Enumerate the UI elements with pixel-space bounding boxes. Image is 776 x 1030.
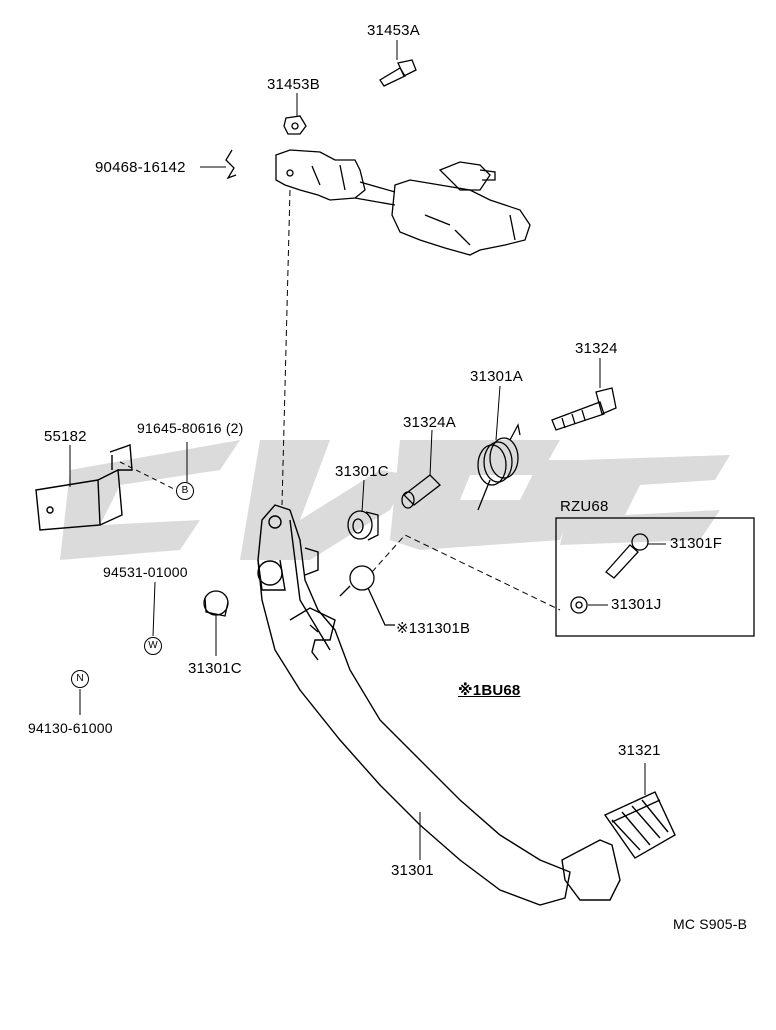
bracket-55182 xyxy=(35,444,133,531)
label-90468-16142: 90468-16142 xyxy=(95,159,186,176)
bushing-31324a xyxy=(401,474,441,509)
label-31301b: ※131301B xyxy=(396,620,471,637)
bubble-n: N xyxy=(71,670,89,688)
label-31301c-bottom: 31301C xyxy=(188,660,242,677)
master-cylinder xyxy=(275,149,531,256)
pedal-pad-31321 xyxy=(603,791,676,859)
nut-31453b xyxy=(283,115,307,135)
label-31324a: 31324A xyxy=(403,414,456,431)
label-55182: 55182 xyxy=(44,428,87,445)
bushing-31301c-top xyxy=(347,510,379,541)
bolt-31324 xyxy=(551,387,617,431)
bushing-31301c-bottom xyxy=(203,590,229,617)
label-31453b: 31453B xyxy=(267,76,320,93)
label-31453a: 31453A xyxy=(367,22,420,39)
label-31301: 31301 xyxy=(391,862,434,879)
label-rzu68: RZU68 xyxy=(560,498,609,515)
diagram-code: MC S905-B xyxy=(673,916,748,932)
bolt-31301f xyxy=(605,533,649,579)
leader-lines xyxy=(69,40,666,860)
pivot-31301b xyxy=(339,565,395,626)
label-31301a: 31301A xyxy=(470,368,523,385)
label-31324: 31324 xyxy=(575,340,618,357)
dashed-guide-cylinder xyxy=(281,189,291,506)
dashed-guide-bracket xyxy=(119,461,177,491)
nut-31301j xyxy=(570,596,588,614)
label-31301c-top: 31301C xyxy=(335,463,389,480)
clutch-pedal-arm xyxy=(257,504,571,906)
bubble-w: W xyxy=(144,637,162,655)
dashed-guide-rzu68 xyxy=(371,534,561,611)
spring-31301a xyxy=(477,423,521,511)
rzu68-box xyxy=(555,517,755,637)
label-91645-80616: 91645-80616 (2) xyxy=(137,420,244,436)
clip-90468 xyxy=(225,149,237,180)
label-94130-61000: 94130-61000 xyxy=(28,720,113,736)
note-bu68: ※1BU68 xyxy=(458,682,521,699)
label-94531-01000: 94531-01000 xyxy=(103,564,188,580)
bolt-31453a xyxy=(379,59,417,87)
watermark xyxy=(60,440,730,560)
label-31321: 31321 xyxy=(618,742,661,759)
pedal-plate xyxy=(561,839,621,901)
label-31301j: 31301J xyxy=(611,596,662,613)
label-31301f: 31301F xyxy=(670,535,723,552)
bubble-b: B xyxy=(176,482,194,500)
